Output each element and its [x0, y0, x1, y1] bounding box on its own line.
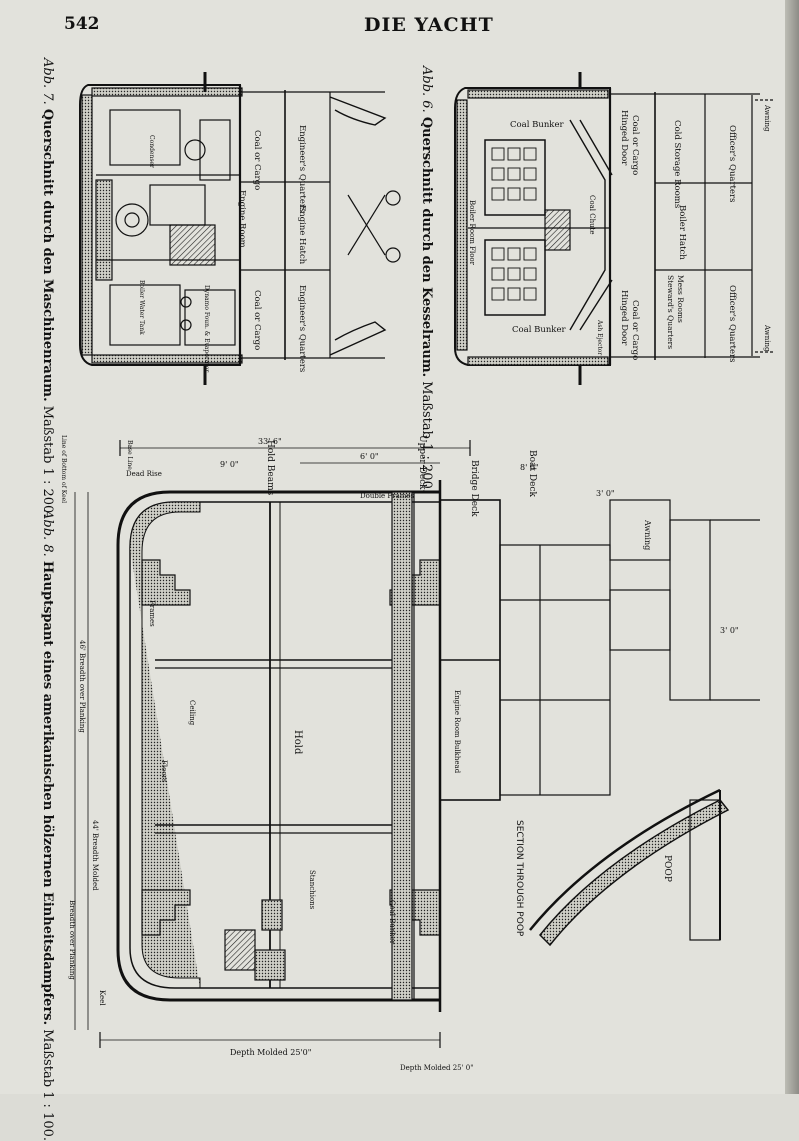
fig6-caption-title: Querschnitt durch den Kesselraum. [419, 116, 434, 378]
fig7-label: Coal or Cargo [252, 130, 262, 190]
fig6-label: Officer's Quarters [727, 285, 737, 362]
fig7-caption-scale: Maßstab 1 : 200. [40, 405, 55, 518]
fig8-label: Double Frames [360, 492, 415, 500]
fig6-label: Coal or Cargo [630, 115, 640, 175]
page-number: 542 [64, 14, 100, 34]
fig7-engine-room-section [79, 72, 401, 385]
fig8-dim: 46' Breadth over Planking [78, 640, 86, 733]
fig6-label: Cold Storage Rooms [672, 120, 682, 208]
fig8-poop-section-title: SECTION THROUGH POOP [514, 820, 524, 937]
fig6-room-labels: Coal Bunker Hinged Door Coal or Cargo Co… [468, 104, 771, 362]
technical-drawings: Coal or Cargo Engineer's Quarters Engine… [60, 72, 775, 1072]
fig8-dim: Depth Molded 25' 0" [400, 1064, 473, 1072]
fig8-caption: Abb. 8. Hauptspant eines amerikanischen … [40, 510, 55, 1141]
fig6-caption-scale: Maßstab 1 : 200. [419, 381, 434, 493]
fig7-label: Engineer's Quarters [297, 285, 307, 372]
fig8-dim: 6' 0" [360, 452, 379, 461]
fig7-caption: Abb. 7. Querschnitt durch den Maschinenr… [40, 58, 55, 517]
fig7-label: Engineer's Quarters [297, 125, 307, 212]
page-title: DIE YACHT [364, 14, 494, 36]
fig7-caption-label: Abb. 7. [40, 58, 55, 105]
fig7-label: Coal or Cargo [252, 290, 262, 350]
fig6-label: Officer's Quarters [727, 125, 737, 202]
fig8-label: Hold [292, 730, 303, 755]
fig8-label: Dead Rise [126, 470, 162, 478]
fig8-label: Keel [98, 990, 106, 1006]
fig6-label: Coal or Cargo [630, 300, 640, 360]
fig6-caption-label: Abb. 6. [419, 66, 434, 113]
fig8-poop-label: POOP [662, 855, 672, 882]
fig7-room-labels: Coal or Cargo Engineer's Quarters Engine… [138, 125, 307, 372]
fig8-dim: 9' 0" [220, 460, 239, 469]
fig8-caption-title: Hauptspant eines amerikanischen hölzerne… [40, 560, 55, 1026]
fig6-label: Mess Rooms [676, 275, 685, 323]
fig7-label: Engine Room [237, 190, 247, 248]
fig8-labels: Boat Deck Bridge Deck Upper Deck Hold Be… [60, 435, 739, 1072]
fig8-dim: 3' 0" [596, 489, 615, 498]
fig8-label: Base Line [126, 440, 133, 470]
fig8-label: Frames [148, 600, 156, 627]
fig8-label: Engine Room Bulkhead [453, 690, 461, 774]
fig6-label: Awning [763, 104, 771, 132]
fig6-label: Coal Chute [588, 195, 596, 235]
fig6-label: Hinged Door [619, 110, 629, 166]
fig8-label: Breadth over Planking [68, 900, 76, 980]
fig8-dim: 44' Breadth Molded [91, 820, 99, 891]
page: 542 DIE YACHT [40, 0, 799, 1141]
fig6-label: Boiler Hatch [677, 205, 687, 260]
fig6-label: Ash Ejector [596, 319, 603, 355]
fig6-label: Awning [763, 324, 771, 352]
fig8-label: Ceiling [188, 700, 196, 726]
fig6-label: Coal Bunker [510, 120, 564, 130]
fig8-label: Hold Beams [265, 440, 275, 496]
fig8-dim: 8' 0" [520, 463, 539, 472]
page-edge [785, 0, 799, 1094]
fig8-dim: 33' 6" [258, 437, 282, 446]
fig8-label: Upper Deck [417, 435, 427, 490]
fig7-label: Dynamo Foun. & Evaporator [203, 285, 210, 372]
fig8-label: Bridge Deck [469, 460, 479, 517]
fig8-caption-scale: Maßstab 1 : 100. [40, 1029, 55, 1141]
fig7-caption-title: Querschnitt durch den Maschinenraum. [40, 108, 55, 402]
fig8-caption-label: Abb. 8. [40, 510, 55, 557]
fig8-label: Coal Bunker [388, 900, 396, 945]
fig6-caption: Abb. 6. Querschnitt durch den Kesselraum… [419, 66, 434, 493]
fig6-boiler-room-section [454, 72, 775, 385]
fig8-dim: 3' 0" [720, 626, 739, 635]
fig8-label: Awning [643, 519, 652, 550]
fig8-label: Stanchions [308, 870, 316, 910]
fig8-label: Depth Molded 25'0" [230, 1048, 311, 1057]
fig7-label: Engine Hatch [297, 205, 307, 265]
fig7-label: Condenser [148, 135, 155, 168]
fig6-label: Hinged Door [619, 290, 629, 346]
fig6-label: Coal Bunker [512, 325, 566, 335]
fig8-midship-section [74, 440, 760, 1048]
fig8-label: Floors [160, 760, 168, 783]
fig6-label: Steward's Quarters [666, 275, 675, 349]
fig8-dim: Line of Bottom of Keel [60, 435, 67, 503]
fig7-label: Boiler Water Tank [138, 280, 145, 335]
fig6-label: Boiler Room Floor [468, 200, 476, 266]
fig8-label: Boat Deck [527, 450, 537, 497]
